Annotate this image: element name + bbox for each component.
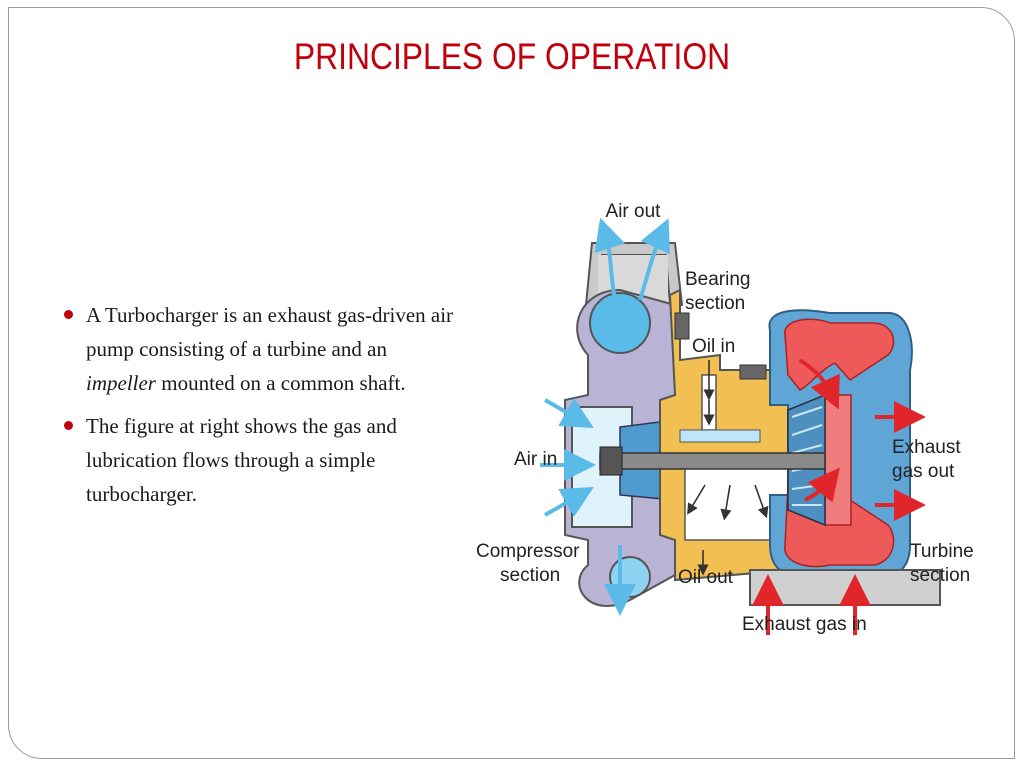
compressor-volute-bottom <box>609 556 651 598</box>
compressor-volute-top <box>589 292 651 354</box>
bullet-1-text-a: A Turbocharger is an exhaust gas-driven … <box>86 303 454 361</box>
bullet-2-text: The figure at right shows the gas and lu… <box>86 414 397 506</box>
air-flow-arrows <box>540 217 670 616</box>
turbocharger-diagram: Air out Bearing section Oil in Air in Ex… <box>476 201 974 635</box>
shaft <box>599 452 826 470</box>
bullet-dot-icon <box>64 310 73 319</box>
label-bearing-section-2: section <box>685 293 745 314</box>
bullet-item-1: A Turbocharger is an exhaust gas-driven … <box>62 298 462 400</box>
oil-flow-arrows <box>687 360 769 576</box>
bullet-list: A Turbocharger is an exhaust gas-driven … <box>62 298 462 520</box>
label-oil-out: Oil out <box>678 567 734 588</box>
bullet-1-italic: impeller <box>86 371 156 395</box>
label-bearing-section-1: Bearing <box>685 269 751 290</box>
label-air-out: Air out <box>606 201 662 222</box>
bolt-right <box>739 364 767 380</box>
label-exhaust-out-2: gas out <box>892 461 955 482</box>
label-compressor-1: Compressor <box>476 541 580 562</box>
bullet-1-text-b: mounted on a common shaft. <box>155 371 406 395</box>
label-turbine-1: Turbine <box>910 541 974 562</box>
label-exhaust-in: Exhaust gas in <box>742 614 867 635</box>
label-compressor-2: section <box>500 565 560 586</box>
turbine-nozzle-ring <box>824 394 852 526</box>
bullet-item-2: The figure at right shows the gas and lu… <box>62 409 462 511</box>
label-air-in: Air in <box>514 449 557 470</box>
bullet-dot-icon <box>64 421 73 430</box>
shaft-nut <box>599 446 623 476</box>
oil-gallery <box>679 429 761 443</box>
exhaust-flow-arrows <box>752 358 926 635</box>
slide-title: PRINCIPLES OF OPERATION <box>293 36 731 77</box>
label-oil-in: Oil in <box>692 336 735 357</box>
label-turbine-2: section <box>910 565 970 586</box>
label-exhaust-out-1: Exhaust <box>892 437 961 458</box>
bolt-top <box>674 312 690 340</box>
